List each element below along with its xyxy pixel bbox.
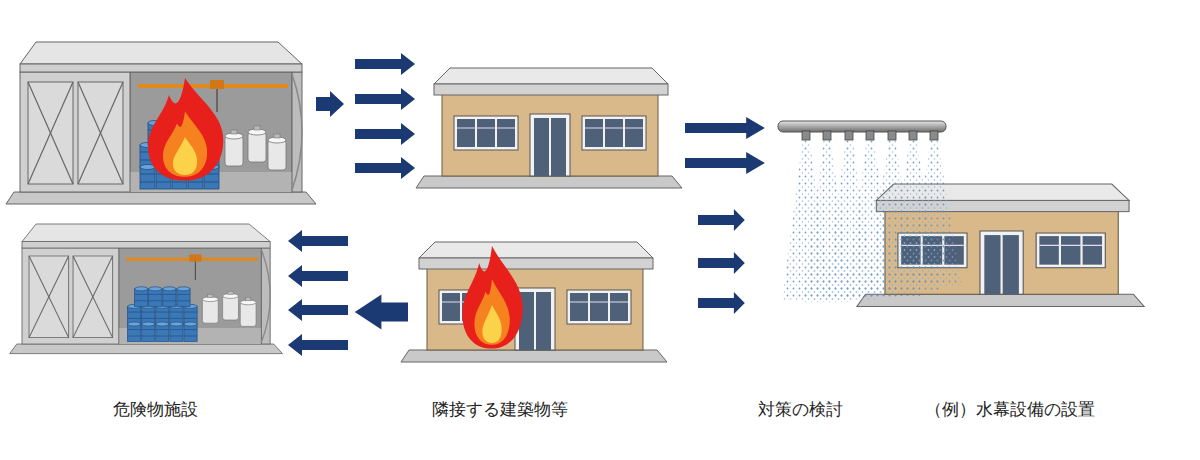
heat-arrow — [288, 299, 348, 321]
heat-arrow — [355, 53, 415, 75]
hazmat-facility — [10, 224, 283, 354]
heat-arrow — [288, 299, 348, 321]
fire-symbol — [148, 78, 223, 181]
heat-arrow — [355, 123, 415, 145]
heat-arrow — [355, 88, 415, 110]
sprinkler-pipe — [778, 121, 946, 132]
heat-arrow — [316, 91, 344, 117]
heat-arrow — [355, 157, 415, 179]
heat-arrow — [698, 252, 745, 274]
sprinkler-pipe — [845, 131, 853, 140]
adjacent-building — [401, 242, 667, 362]
caption-label: 危険物施設 — [113, 398, 198, 420]
water-spray — [782, 138, 962, 302]
heat-arrow — [685, 117, 765, 139]
heat-arrow — [355, 88, 415, 110]
heat-arrow — [355, 123, 415, 145]
heat-arrow — [698, 292, 745, 314]
heat-arrow — [288, 230, 348, 252]
caption-label: 対策の検討 — [758, 398, 843, 420]
water-spray — [908, 138, 962, 286]
hazmat-facility — [6, 42, 316, 204]
heat-arrow — [316, 91, 344, 117]
heat-arrow — [698, 252, 745, 274]
fire-symbol — [148, 78, 223, 181]
sprinkler-pipe — [778, 121, 946, 140]
heat-arrow — [698, 209, 745, 231]
heat-arrow — [355, 53, 415, 75]
heat-arrow — [355, 294, 408, 329]
heat-arrow — [685, 152, 765, 174]
sprinkler-pipe — [802, 131, 810, 140]
sprinkler-pipe — [930, 131, 938, 140]
heat-arrow — [288, 230, 348, 252]
heat-arrow — [288, 265, 348, 287]
heat-arrow — [355, 294, 408, 329]
sprinkler-pipe — [866, 131, 874, 140]
adjacent-building — [416, 68, 682, 188]
fire-symbol — [462, 246, 522, 349]
adjacent-building — [416, 68, 682, 188]
sprinkler-pipe — [823, 131, 831, 140]
fire-symbol — [462, 246, 522, 349]
hazmat-facility — [10, 224, 283, 354]
heat-arrow — [698, 292, 745, 314]
adjacent-building — [401, 242, 667, 362]
hazmat-facility — [6, 42, 316, 204]
heat-arrow — [355, 157, 415, 179]
heat-arrow — [288, 334, 348, 356]
heat-arrow — [685, 152, 765, 174]
caption-label: （例）水幕設備の設置 — [925, 398, 1095, 420]
heat-arrow — [288, 265, 348, 287]
sprinkler-pipe — [888, 131, 896, 140]
heat-arrow — [698, 209, 745, 231]
heat-arrow — [685, 117, 765, 139]
caption-label: 隣接する建築物等 — [432, 398, 568, 420]
heat-arrow — [288, 334, 348, 356]
sprinkler-pipe — [909, 131, 917, 140]
